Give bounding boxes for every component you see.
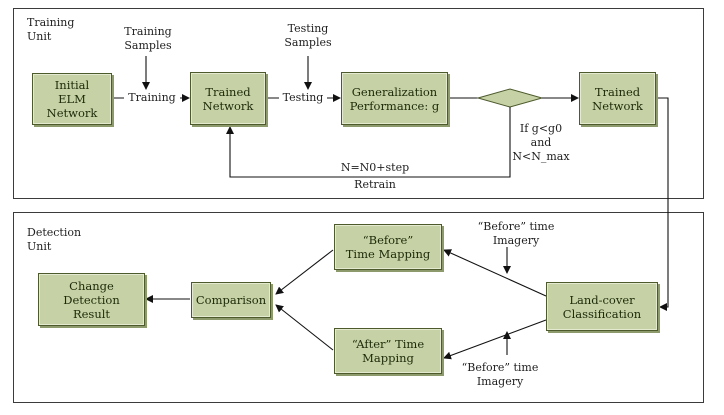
decision-diamond: [476, 88, 544, 108]
arrow-retrain-loop: [226, 107, 511, 178]
trained-network-output-box: Trained Network: [579, 72, 656, 125]
retrain-label: N=N0+step Retrain: [340, 161, 410, 191]
before-imagery-label-top: “Before” time Imagery: [477, 220, 555, 247]
before-imagery-label-bottom: “Before” time Imagery: [461, 361, 539, 388]
before-time-mapping-box: “Before” Time Mapping: [334, 224, 442, 270]
detection-unit-frame: [13, 212, 704, 403]
training-arrow-label: Training: [124, 91, 180, 105]
initial-elm-network-box: Initial ELM Network: [32, 73, 112, 125]
arrow-after-to-comparison: [275, 304, 334, 351]
training-unit-title: Training Unit: [27, 16, 75, 43]
training-samples-label: Training Samples: [124, 25, 172, 52]
arrow-trained2-to-landcover: [656, 97, 669, 311]
after-time-mapping-box: “After” Time Mapping: [334, 328, 442, 374]
training-unit-frame: [13, 8, 704, 199]
comparison-box: Comparison: [191, 282, 271, 318]
arrow-landcover-to-after: [443, 319, 547, 360]
generalization-performance-box: Generalization Performance: g: [341, 72, 448, 125]
decision-condition-label: If g<g0 and N<N_max: [512, 122, 570, 163]
detection-unit-title: Detection Unit: [27, 226, 82, 253]
trained-network-box: Trained Network: [190, 72, 266, 125]
change-detection-result-box: Change Detection Result: [38, 273, 145, 326]
land-cover-classification-box: Land-cover Classification: [546, 282, 658, 331]
arrow-landcover-to-before: [443, 249, 547, 297]
arrow-before-to-comparison: [275, 249, 334, 295]
testing-samples-label: Testing Samples: [284, 22, 332, 49]
testing-arrow-label: Testing: [279, 91, 327, 105]
